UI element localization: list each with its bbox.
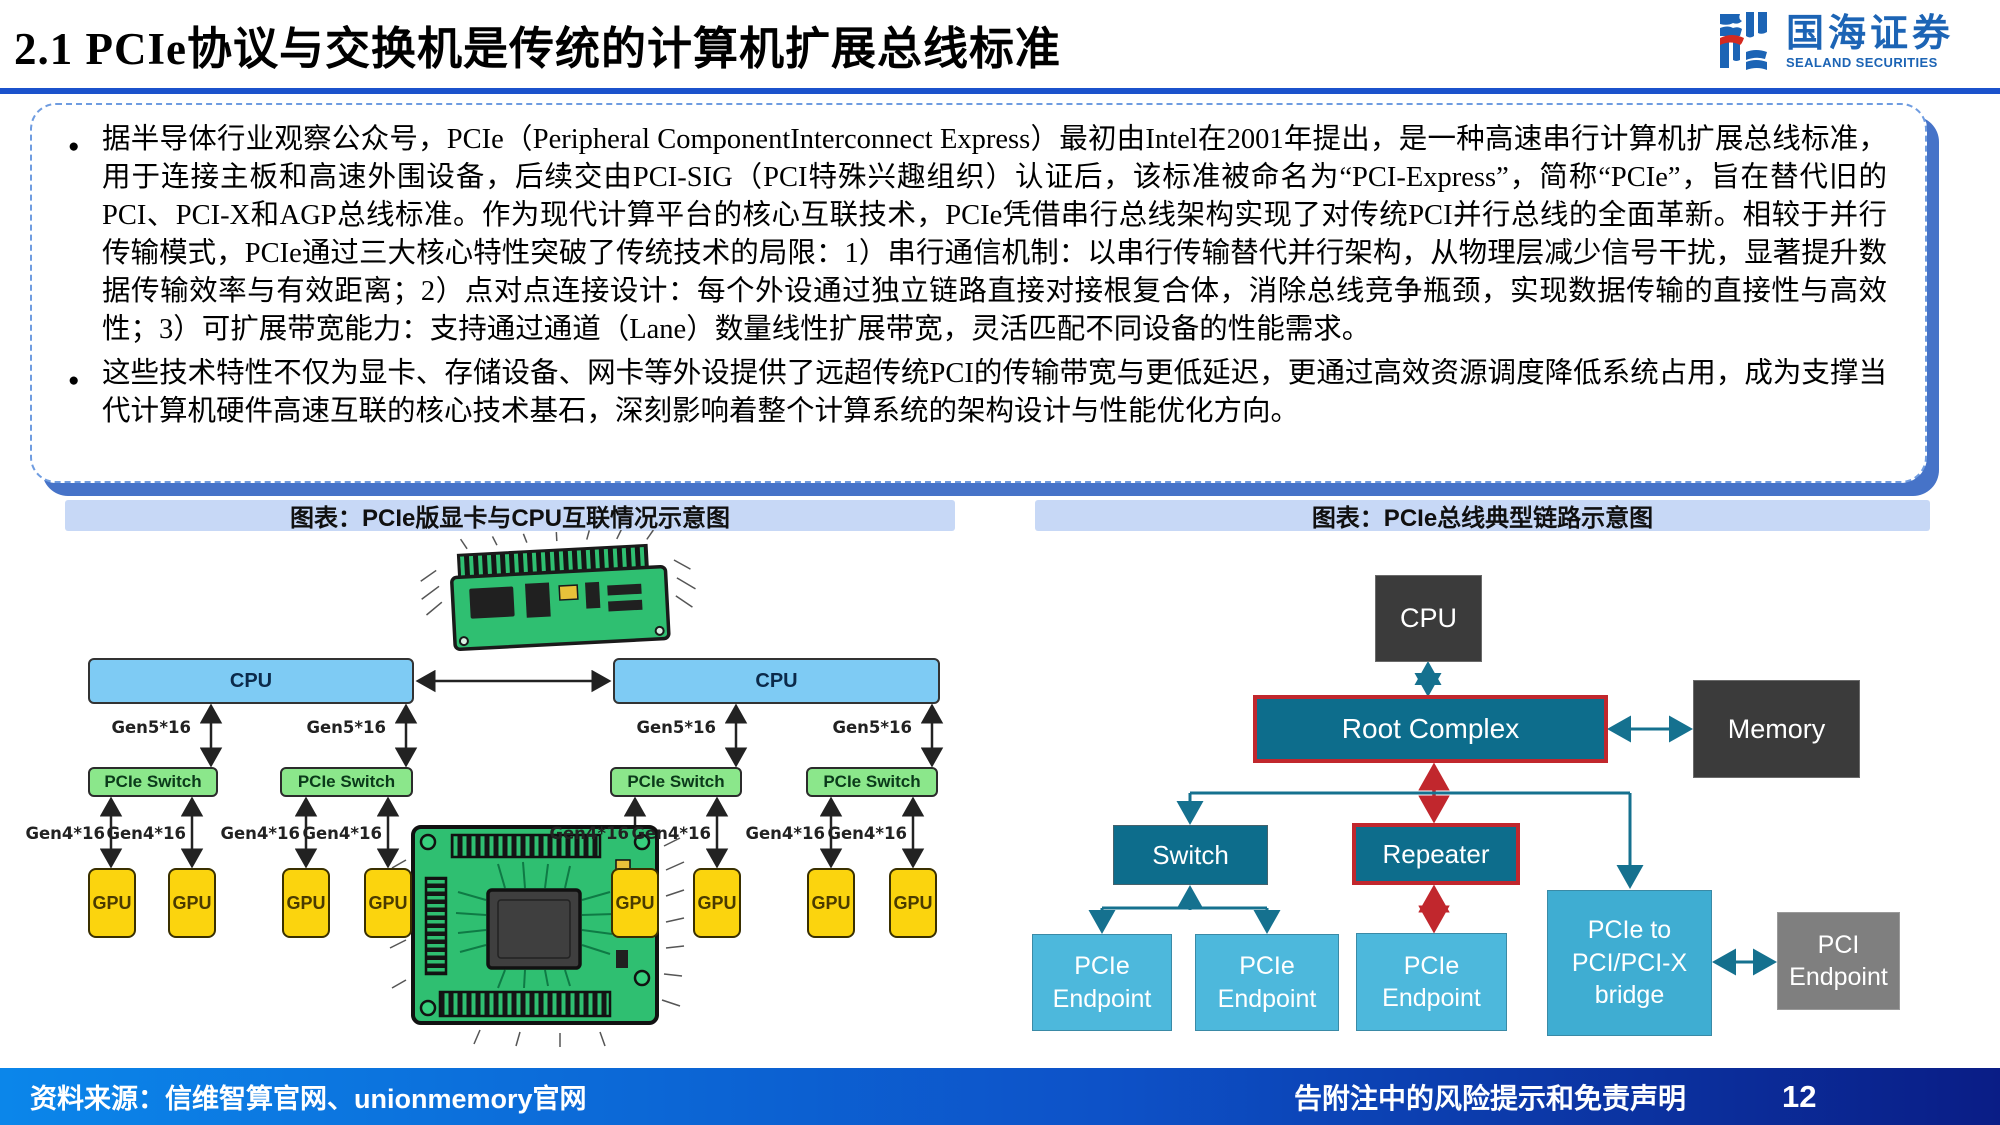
- gpu-cpu-interconnect-diagram: CPU CPU PCIe Switch PCIe Switch PCIe Swi…: [25, 530, 960, 1065]
- pci-endpoint-node: PCI Endpoint: [1777, 912, 1900, 1010]
- gpu-node: GPU: [693, 868, 741, 938]
- page-number: 12: [1782, 1078, 1817, 1114]
- gen5-link-label: Gen5*16: [636, 718, 716, 737]
- gen4-link-label: Gen4*16: [549, 824, 629, 843]
- switch-node: Switch: [1113, 825, 1268, 885]
- pcie-endpoint-node: PCIe Endpoint: [1195, 934, 1339, 1031]
- ram-module-sketch: [420, 530, 696, 652]
- gen4-link-label: Gen4*16: [25, 824, 105, 843]
- pcie-link-topology-diagram: CPU Root Complex Memory Switch Repeater …: [1020, 530, 1935, 1065]
- page-title: 2.1 PCIe协议与交换机是传统的计算机扩展总线标准: [14, 24, 1061, 74]
- gen4-link-label: Gen4*16: [827, 824, 907, 843]
- bullet-item: 这些技术特性不仅为显卡、存储设备、网卡等外设提供了远超传统PCI的传输带宽与更低…: [66, 355, 1887, 431]
- left-diagram-wires: [99, 530, 944, 1047]
- gen4-link-label: Gen4*16: [745, 824, 825, 843]
- gpu-node: GPU: [611, 868, 659, 938]
- company-logo: 国海证券 SEALAND SECURITIES: [1716, 8, 1954, 77]
- pcie-pci-bridge-node: PCIe to PCI/PCI-X bridge: [1547, 890, 1712, 1036]
- pcie-switch-node: PCIe Switch: [88, 767, 218, 797]
- gen4-link-label: Gen4*16: [106, 824, 186, 843]
- cpu-node: CPU: [613, 658, 940, 704]
- logo-cn-text: 国海证券: [1785, 13, 1954, 56]
- logo-en-text: SEALAND SECURITIES: [1785, 54, 1938, 70]
- title-underline: [0, 88, 2000, 94]
- cpu-node: CPU: [88, 658, 414, 704]
- gpu-node: GPU: [88, 868, 136, 938]
- pcie-endpoint-node: PCIe Endpoint: [1356, 933, 1507, 1031]
- gen5-link-label: Gen5*16: [832, 718, 912, 737]
- repeater-node: Repeater: [1352, 823, 1520, 885]
- source-note: 资料来源：信维智算官网、unionmemory官网: [30, 1084, 587, 1114]
- gpu-node: GPU: [889, 868, 937, 938]
- pcie-switch-node: PCIe Switch: [610, 767, 742, 797]
- root-complex-node: Root Complex: [1253, 695, 1608, 763]
- gen4-link-label: Gen4*16: [302, 824, 382, 843]
- pcie-switch-node: PCIe Switch: [806, 767, 938, 797]
- gpu-node: GPU: [364, 868, 412, 938]
- gen5-link-label: Gen5*16: [306, 718, 386, 737]
- left-chart-caption: 图表：PCIe版显卡与CPU互联情况示意图: [65, 500, 955, 532]
- right-chart-caption: 图表：PCIe总线典型链路示意图: [1035, 500, 1930, 532]
- sealand-logo-icon: [1716, 8, 1774, 77]
- disclaimer-note: 告附注中的风险提示和免责声明: [1294, 1082, 1687, 1114]
- summary-text-box: 据半导体行业观察公众号，PCIe（Peripheral ComponentInt…: [30, 103, 1927, 483]
- bullet-list: 据半导体行业观察公众号，PCIe（Peripheral ComponentInt…: [66, 121, 1887, 431]
- gen4-link-label: Gen4*16: [220, 824, 300, 843]
- cpu-node: CPU: [1375, 575, 1482, 662]
- gen5-link-label: Gen5*16: [111, 718, 191, 737]
- gen4-link-label: Gen4*16: [631, 824, 711, 843]
- pcie-endpoint-node: PCIe Endpoint: [1032, 934, 1172, 1031]
- memory-node: Memory: [1693, 680, 1860, 778]
- bullet-item: 据半导体行业观察公众号，PCIe（Peripheral ComponentInt…: [66, 121, 1887, 349]
- gpu-node: GPU: [807, 868, 855, 938]
- gpu-node: GPU: [168, 868, 216, 938]
- gpu-node: GPU: [282, 868, 330, 938]
- pcie-switch-node: PCIe Switch: [280, 767, 413, 797]
- footer-bar: 资料来源：信维智算官网、unionmemory官网 告附注中的风险提示和免责声明…: [0, 1068, 2000, 1125]
